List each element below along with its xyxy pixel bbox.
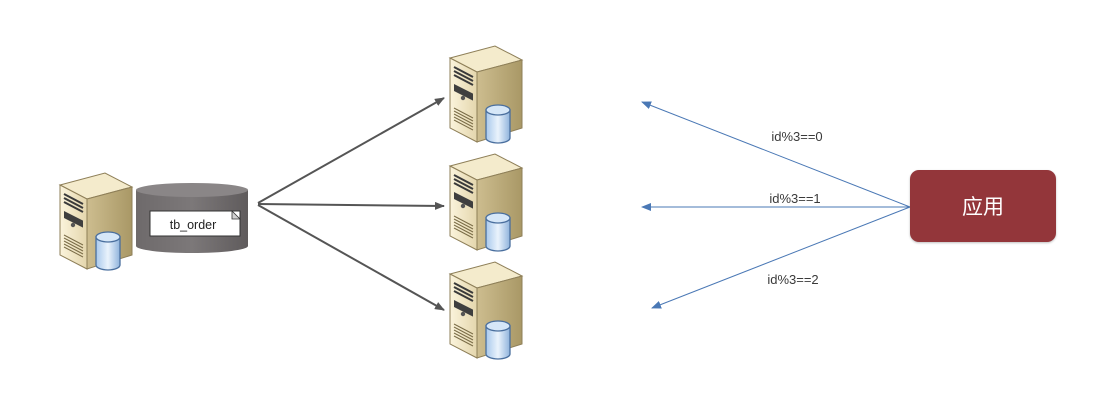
split-arrow-0 bbox=[257, 97, 445, 204]
application-box: 应用 bbox=[910, 170, 1056, 242]
route-label-1: id%3==1 bbox=[769, 191, 820, 206]
tb-order-table-icon: tb_order bbox=[136, 183, 248, 253]
shard-server-0-icon bbox=[449, 45, 523, 144]
shard-server-2-icon bbox=[449, 261, 523, 360]
application-label: 应用 bbox=[962, 195, 1004, 219]
route-label-0: id%3==0 bbox=[771, 129, 822, 144]
route-label-2: id%3==2 bbox=[767, 272, 818, 287]
route-arrow-0 bbox=[641, 101, 911, 208]
split-arrow-1 bbox=[257, 201, 445, 210]
table-name-label: tb_order bbox=[170, 218, 217, 232]
route-arrow-2 bbox=[651, 206, 911, 309]
source-server-icon bbox=[59, 172, 133, 271]
shard-server-1-icon bbox=[449, 153, 523, 252]
split-arrow-2 bbox=[257, 204, 445, 311]
